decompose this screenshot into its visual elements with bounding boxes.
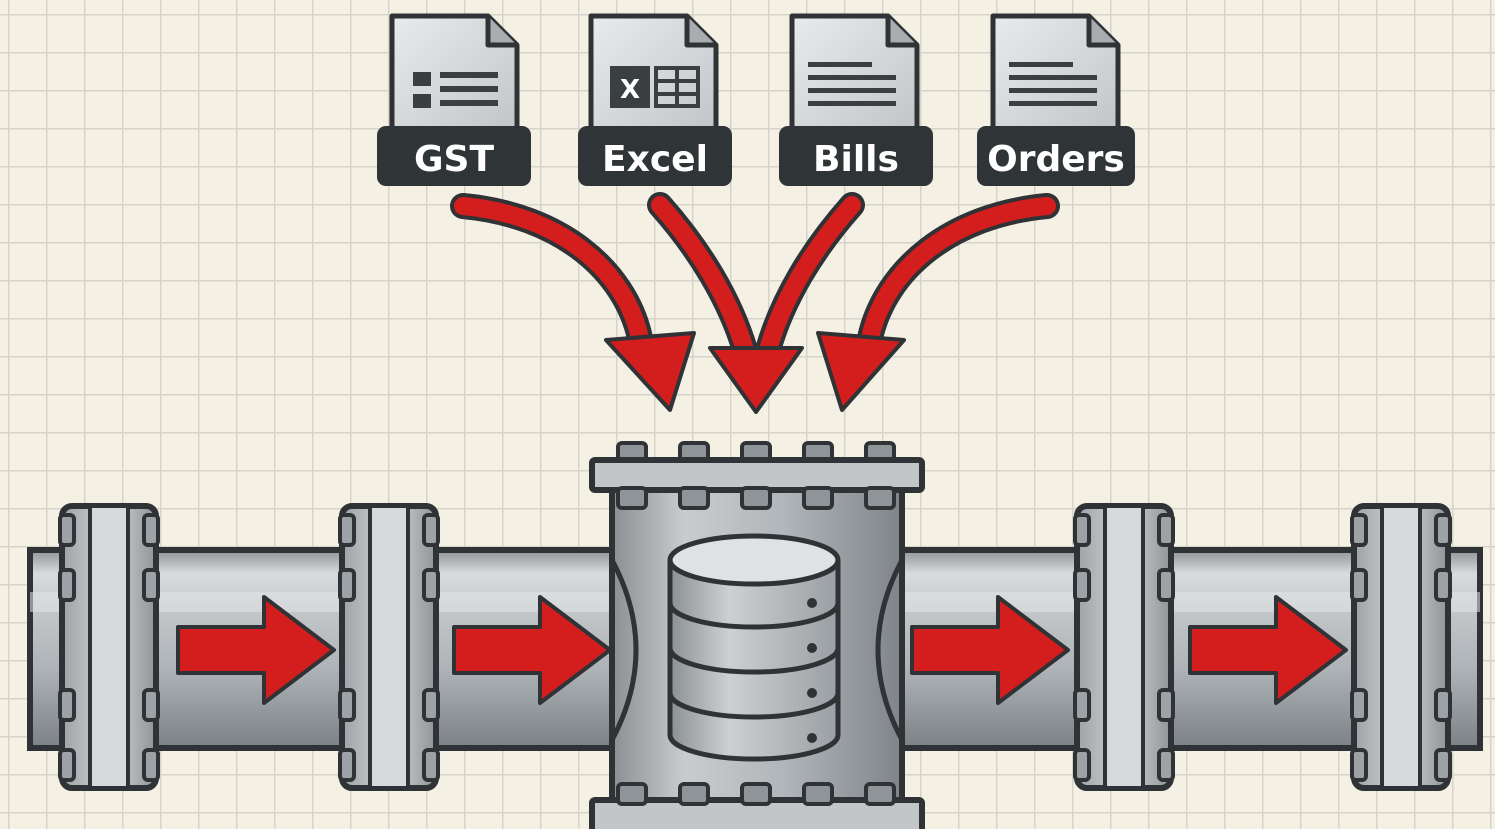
database-icon: [667, 533, 841, 762]
flange-2: [338, 503, 440, 791]
form-document-icon: [389, 13, 520, 135]
bills-label: Bills: [813, 139, 899, 180]
hub-bottom-cap: [589, 782, 925, 829]
gst-label-bg: [377, 126, 531, 186]
flow-arrow-3: [910, 595, 1070, 705]
excel-input-arrow: [647, 192, 758, 363]
flow-arrows: [176, 595, 1348, 705]
bills-input-arrow: [708, 192, 865, 414]
orders-input-arrow: [816, 193, 1060, 412]
flange-3: [1073, 503, 1175, 791]
text-document-icon: [789, 13, 920, 135]
excel-x-glyph: X: [620, 75, 640, 105]
excel-label: Excel: [602, 139, 708, 180]
source-documents: GST X Excel: [377, 13, 1135, 186]
excel-label-bg: [578, 126, 732, 186]
excel-document-icon: X: [588, 13, 719, 135]
central-hub: [589, 441, 925, 829]
hub-top-cap: [589, 441, 925, 510]
flow-arrow-1: [176, 595, 336, 705]
gst-label: GST: [414, 139, 494, 180]
orders-source: Orders: [977, 13, 1135, 186]
bills-label-bg: [779, 126, 933, 186]
bills-source: Bills: [779, 13, 933, 186]
text-document-icon: [990, 13, 1121, 135]
flow-arrow-4: [1188, 595, 1348, 705]
gst-source: GST: [377, 13, 531, 186]
orders-label-bg: [977, 126, 1135, 186]
flange-1: [58, 503, 160, 791]
pipeline: [27, 503, 1483, 791]
gst-input-arrow: [450, 193, 696, 412]
excel-source: X Excel: [578, 13, 732, 186]
flange-4: [1350, 503, 1452, 791]
input-arrows: [450, 192, 1060, 414]
orders-label: Orders: [987, 139, 1125, 180]
flow-arrow-2: [452, 595, 612, 705]
